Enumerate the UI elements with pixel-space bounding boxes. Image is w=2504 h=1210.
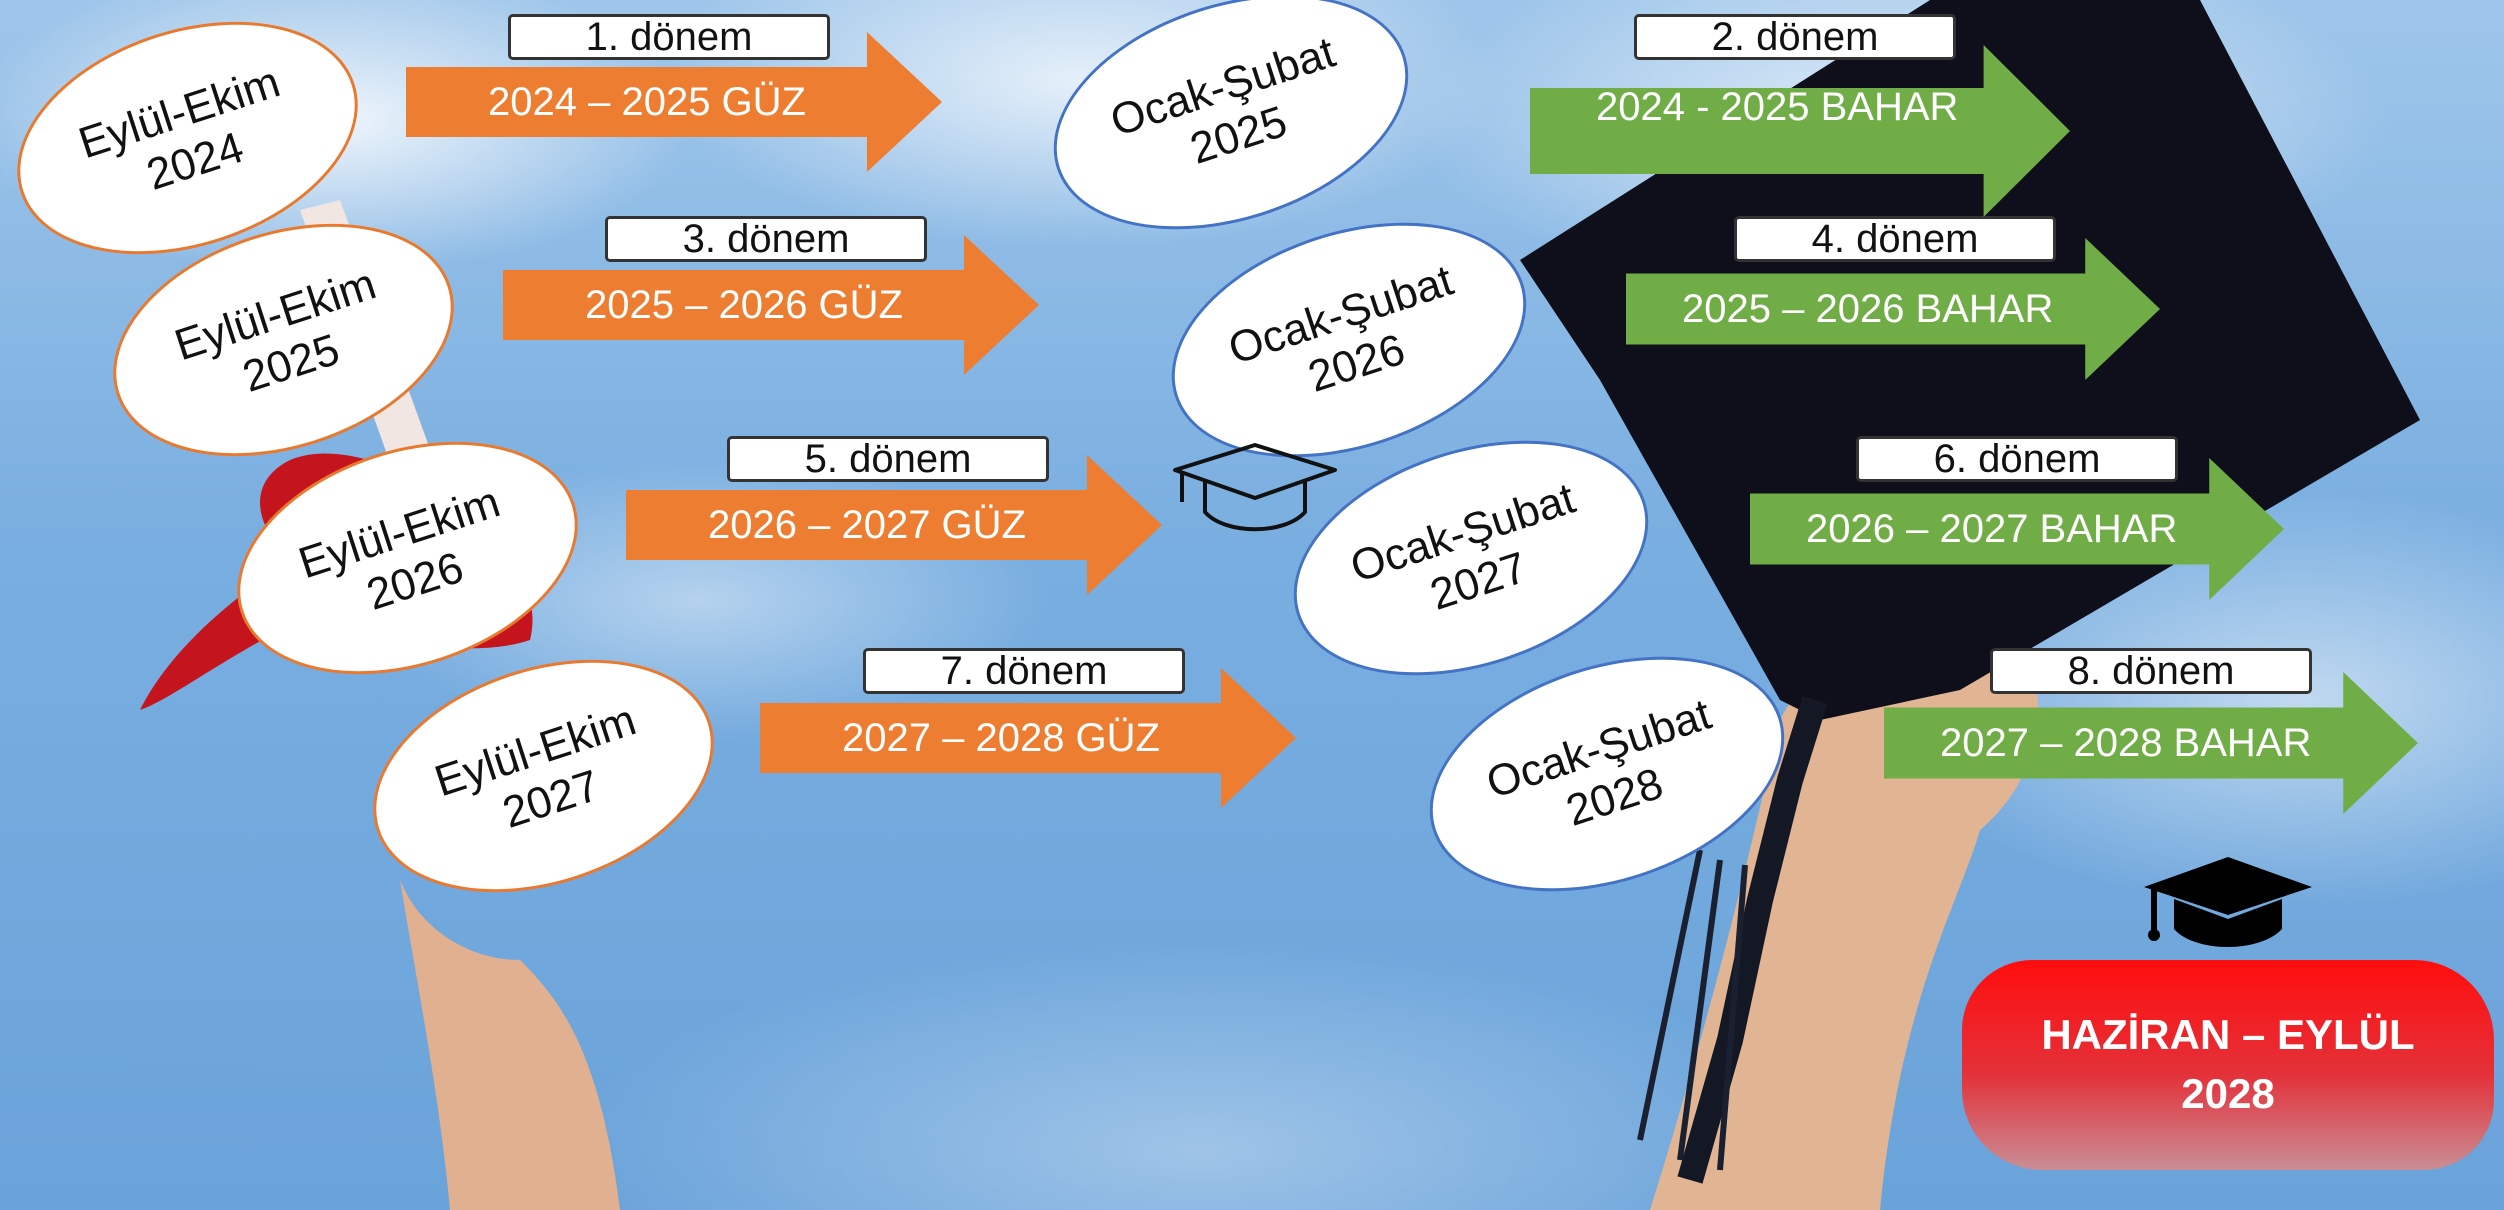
- graduation-box: HAZİRAN – EYLÜL 2028: [1962, 960, 2494, 1170]
- spring-arrow-text: 2026 – 2027 BAHAR: [1806, 506, 2178, 551]
- term-label-7: 7. dönem: [863, 648, 1185, 694]
- term-label-4: 4. dönem: [1734, 216, 2056, 262]
- fall-arrow-text: 2025 – 2026 GÜZ: [585, 282, 903, 327]
- graduation-year: 2028: [2181, 1070, 2275, 1117]
- graduation-cap-solid-icon: [2144, 857, 2312, 947]
- spring-arrow-text: 2027 – 2028 BAHAR: [1940, 720, 2312, 765]
- term-label-2: 2. dönem: [1634, 14, 1956, 60]
- term-label-6: 6. dönem: [1856, 436, 2178, 482]
- term-label-5: 5. dönem: [727, 436, 1049, 482]
- spring-arrow-text: 2024 - 2025 BAHAR: [1596, 85, 1959, 129]
- term-label-8: 8. dönem: [1990, 648, 2312, 694]
- spring-arrow-text: 2025 – 2026 BAHAR: [1682, 286, 2054, 331]
- fall-arrow-text: 2026 – 2027 GÜZ: [708, 502, 1026, 547]
- term-label-3: 3. dönem: [605, 216, 927, 262]
- fall-arrow-text: 2027 – 2028 GÜZ: [842, 715, 1160, 760]
- fall-arrow-text: 2024 – 2025 GÜZ: [488, 79, 806, 124]
- term-label-1: 1. dönem: [508, 14, 830, 60]
- graduation-months: HAZİRAN – EYLÜL: [2041, 1011, 2415, 1059]
- graduation-cap-outline-icon: [1173, 443, 1337, 532]
